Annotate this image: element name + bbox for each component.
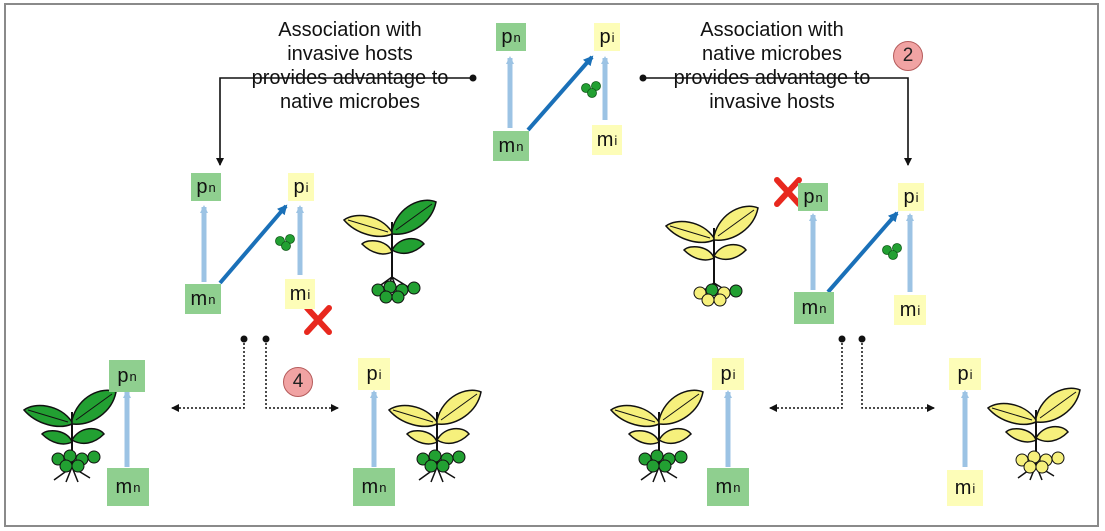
plant-green-icon [23,389,117,483]
right-connector [639,74,912,166]
right-bottom-right-network [961,387,1081,481]
cross-icon [304,305,332,335]
plant-yellow-icon [665,205,759,307]
left-bottom-left-network [23,389,131,483]
plant-yellow-icon [987,387,1081,481]
caption-line: invasive hosts [287,43,413,65]
plant-mixed-icon [388,389,482,483]
caption-left: Association with invasive hosts provides… [225,18,475,114]
microbe-cluster-icon [882,243,902,260]
microbe-cluster-icon [275,234,295,251]
step-badge-2: 2 [893,41,923,71]
caption-line: provides advantage to [673,67,871,89]
plant-mixed-icon [343,199,437,304]
microbe-cluster-icon [581,81,601,98]
right-bottom-left-network [610,389,732,483]
caption-line: Association with [700,19,844,41]
caption-line: invasive hosts [709,91,835,113]
right-middle-network [665,177,914,307]
caption-line: native microbes [701,43,843,65]
caption-line: provides advantage to [251,67,449,89]
caption-line: native microbes [279,91,421,113]
step-badge-4: 4 [283,367,313,397]
right-bottom-connectors [769,335,935,412]
arrow-mn-to-pi-top [526,55,594,132]
cross-icon [774,177,802,207]
plant-yellow-icon [610,389,704,483]
left-bottom-right-network [370,389,482,483]
caption-line: Association with [278,19,422,41]
diagram-frame [4,3,1099,527]
left-bottom-connectors [171,335,339,412]
caption-right: Association with native microbes provide… [647,18,897,114]
left-connector [216,74,477,166]
top-center-network [506,55,609,132]
left-middle-network [200,199,437,335]
